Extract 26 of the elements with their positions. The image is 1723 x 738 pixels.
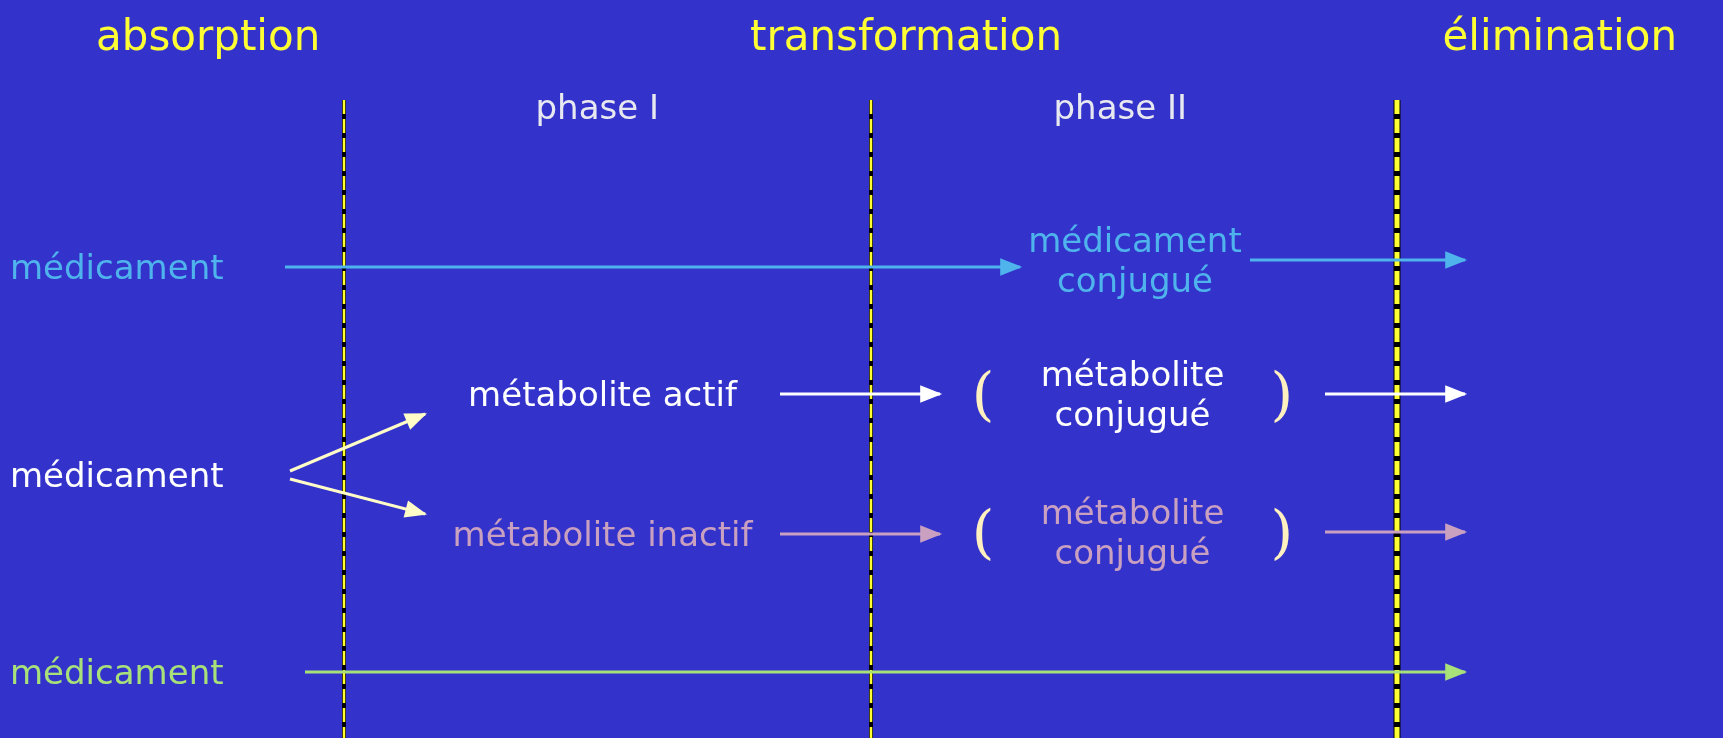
arrow: [780, 525, 943, 543]
parenthesis: (: [971, 497, 995, 567]
parenthesis: ): [1270, 359, 1294, 429]
parenthesis: (: [971, 359, 995, 429]
column-heading: élimination: [1442, 10, 1678, 60]
node-text: médicament: [10, 242, 285, 292]
arrow: [305, 663, 1468, 681]
arrow: [1250, 251, 1468, 269]
column-heading: transformation: [750, 10, 1063, 60]
arrow: [289, 477, 428, 518]
node-text: métabolite conjugué: [1039, 354, 1226, 434]
node-text: métabolite conjugué: [1039, 492, 1226, 572]
arrow: [1325, 523, 1468, 541]
parenthesis: ): [1270, 497, 1294, 567]
phase-heading: phase I: [535, 87, 659, 127]
column-heading: absorption: [96, 10, 321, 60]
node-text: métabolite inactif: [425, 490, 780, 578]
node-text: médicament conjugué: [1020, 218, 1250, 302]
node-text: médicament: [10, 450, 290, 500]
node-text: métabolite actif: [425, 350, 780, 438]
node-text: médicament: [10, 647, 305, 697]
arrow: [285, 258, 1023, 276]
phase-heading: phase II: [1053, 87, 1187, 127]
arrow: [780, 385, 943, 403]
arrow: [289, 412, 428, 473]
arrow: [1325, 385, 1468, 403]
